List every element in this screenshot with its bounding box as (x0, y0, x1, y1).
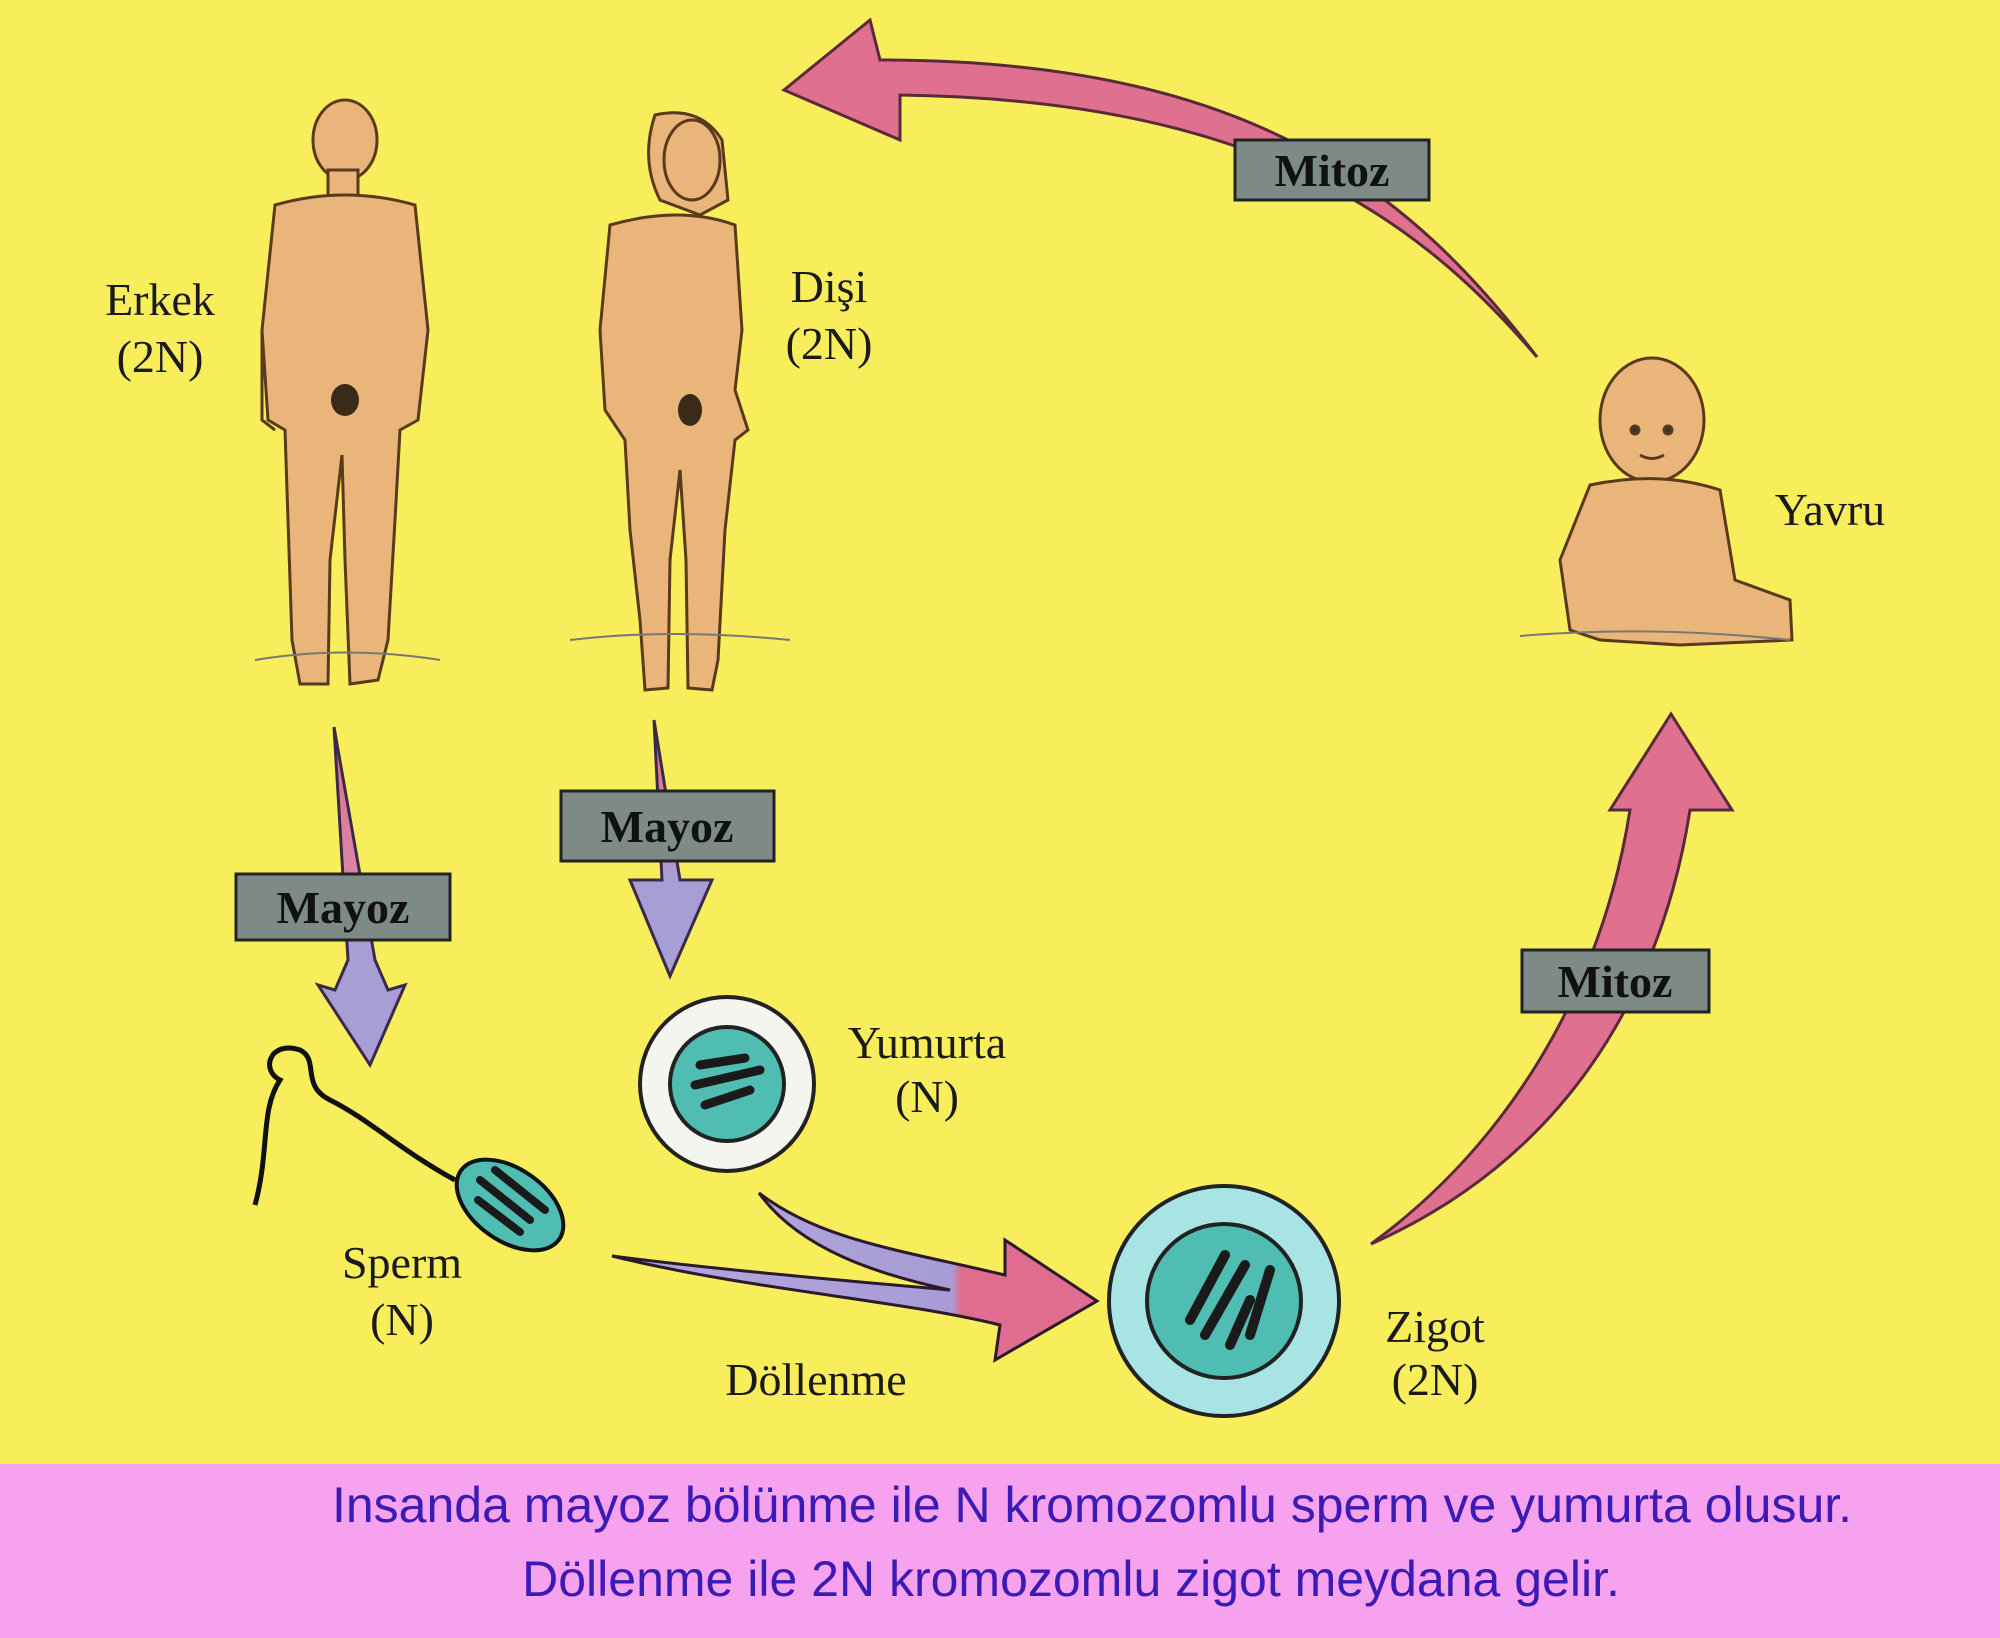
zygote-cell (1107, 1184, 1341, 1418)
mitosis-box-top: Mitoz (1233, 138, 1431, 202)
offspring-label: Yavru (1775, 484, 1885, 535)
caption-line-2: Döllenme ile 2N kromozomlu zigot meydana… (522, 1551, 1620, 1607)
mitosis-box-right: Mitoz (1520, 948, 1711, 1014)
female-figure (569, 111, 791, 692)
egg-ploidy: (N) (895, 1071, 959, 1122)
mitosis-label: Mitoz (1275, 145, 1390, 196)
sperm-cell (252, 1045, 566, 1253)
male-ploidy: (2N) (117, 331, 204, 382)
sperm-label: Sperm (342, 1237, 462, 1288)
fertilization-arrow (611, 1191, 1100, 1363)
mitosis-arrow-right (1370, 711, 1735, 1246)
male-label: Erkek (105, 274, 215, 325)
baby-figure (1519, 356, 1794, 647)
female-ploidy: (2N) (786, 318, 873, 369)
mitosis-label: Mitoz (1558, 956, 1673, 1007)
egg-cell (638, 995, 816, 1173)
mitosis-arrow-top (781, 17, 1539, 358)
meiosis-label: Mayoz (277, 882, 410, 933)
meiosis-label: Mayoz (601, 801, 734, 852)
zygote-label: Zigot (1385, 1301, 1485, 1352)
zygote-ploidy: (2N) (1392, 1354, 1479, 1405)
caption-band (0, 1464, 2000, 1638)
meiosis-box-female: Mayoz (559, 789, 776, 863)
caption-line-1: Insanda mayoz bölünme ile N kromozomlu s… (332, 1477, 1852, 1533)
meiosis-box-male: Mayoz (234, 872, 452, 942)
egg-label: Yumurta (848, 1017, 1006, 1068)
fertilization-label: Döllenme (725, 1354, 906, 1405)
male-figure (254, 98, 441, 686)
female-label: Dişi (791, 261, 868, 312)
sperm-ploidy: (N) (370, 1294, 434, 1345)
